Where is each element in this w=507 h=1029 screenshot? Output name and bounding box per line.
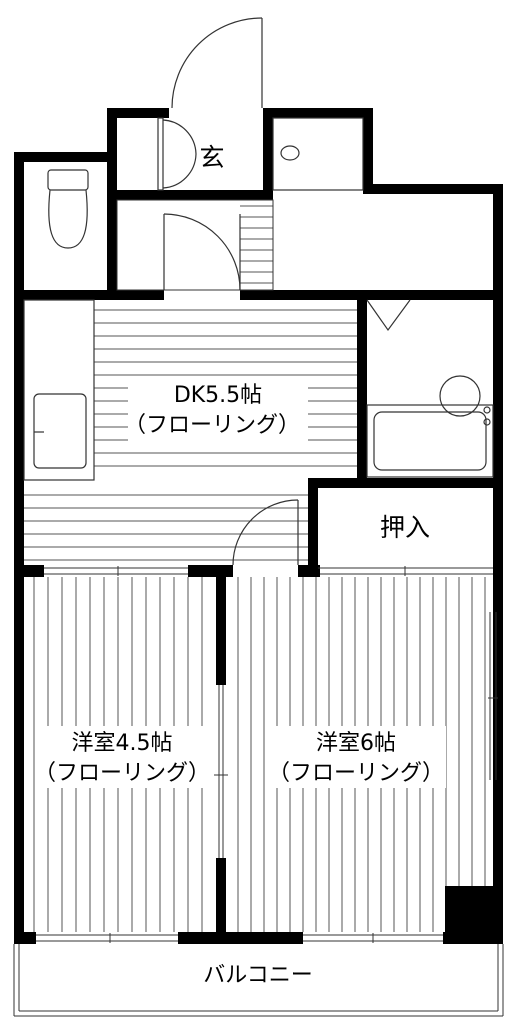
dk-name-label: DK5.5帖 — [174, 383, 262, 408]
toilet-door — [163, 213, 241, 291]
entrance-label: 玄 — [199, 143, 224, 172]
bathtub-icon — [366, 375, 494, 478]
balcony — [13, 944, 504, 1017]
closet-label: 押入 — [380, 513, 430, 542]
shoe-closet-doors — [157, 117, 197, 191]
lower-dk-flooring-hatch — [24, 494, 308, 561]
kitchen-sink-icon — [23, 299, 95, 481]
western1-name-label: 洋室4.5帖 — [72, 731, 173, 756]
western2-name-label: 洋室6帖 — [316, 731, 396, 756]
washing-machine-icon — [366, 299, 411, 332]
walls — [14, 108, 503, 944]
western2-floor-label: （フローリング） — [268, 761, 444, 786]
corridor-flooring-hatch — [240, 205, 273, 284]
bedroom-door — [232, 499, 299, 566]
dk-floor-label: （フローリング） — [124, 413, 300, 438]
balcony-label: バルコニー — [203, 963, 313, 988]
toilet-bowl-icon — [47, 169, 89, 249]
entrance-door — [171, 17, 263, 109]
western1-floor-label: （フローリング） — [34, 761, 210, 786]
entry-floor-box — [116, 199, 274, 291]
washbasin-icon — [272, 117, 364, 191]
